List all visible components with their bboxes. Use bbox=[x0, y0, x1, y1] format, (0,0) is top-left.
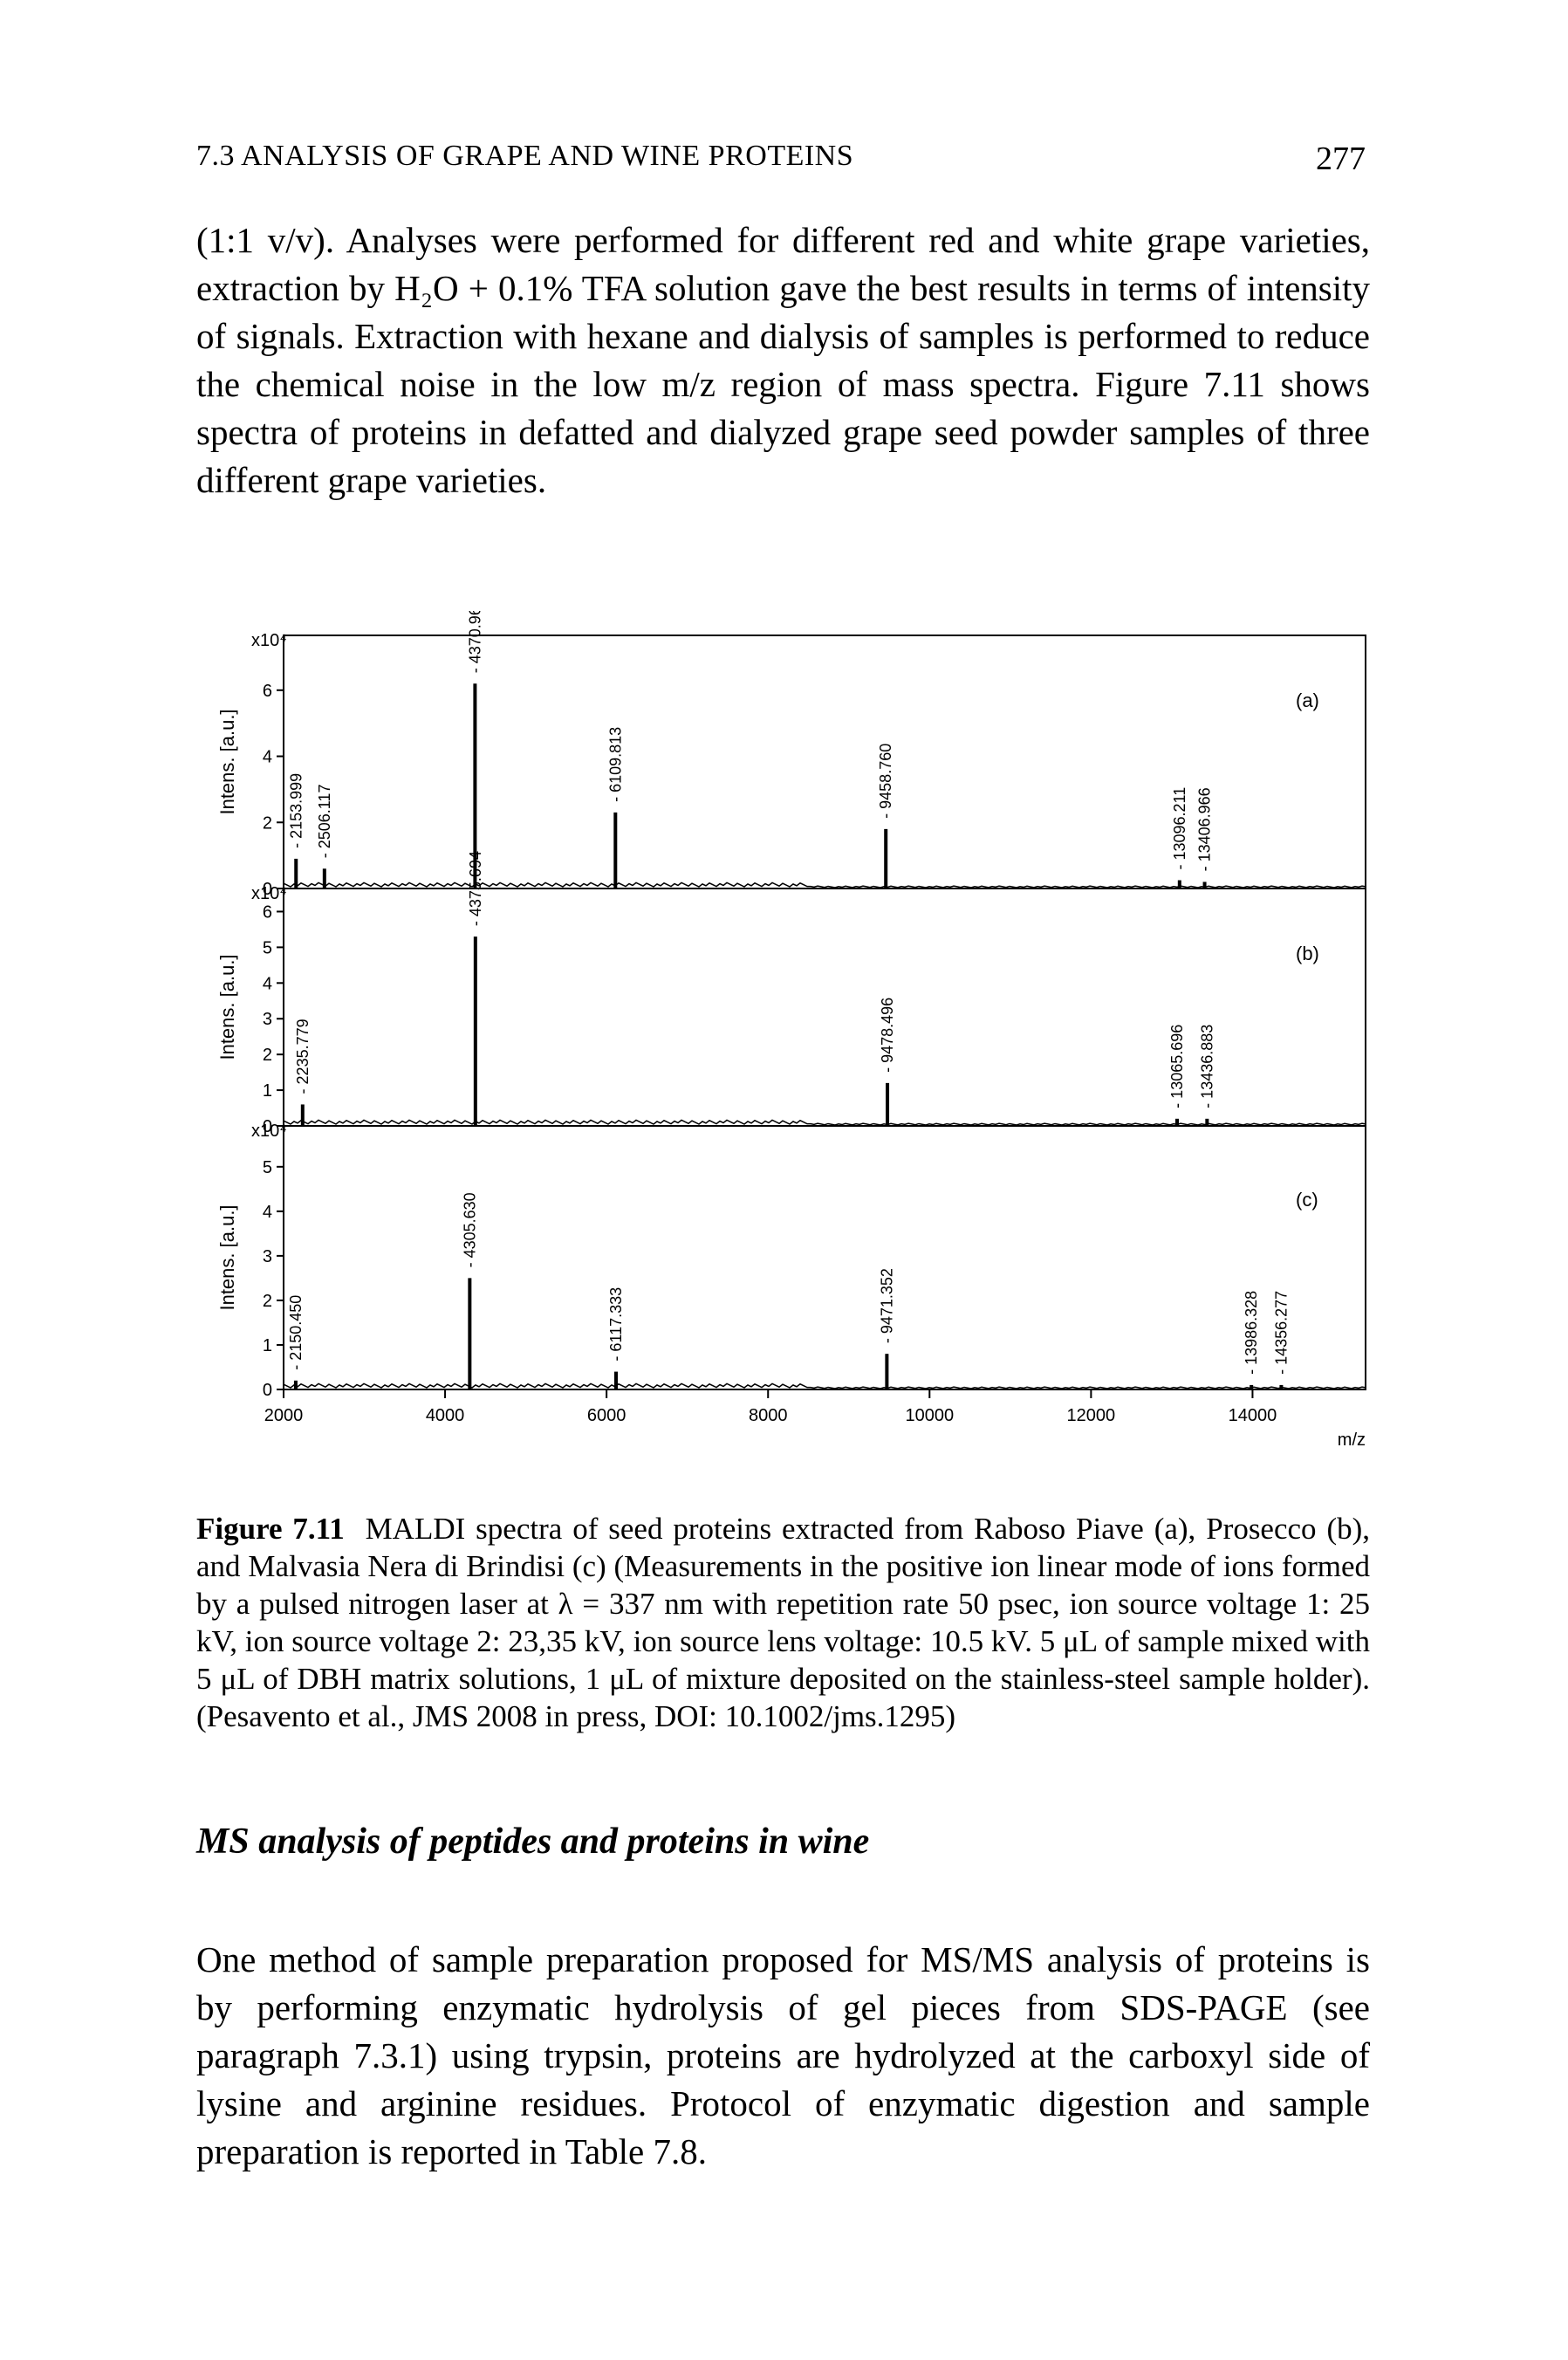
peak-label: - 2150.450 bbox=[287, 1295, 305, 1370]
peak-label: - 2235.779 bbox=[294, 1019, 312, 1094]
y-tick-label: 5 bbox=[263, 938, 272, 957]
panel-label: (c) bbox=[1296, 1189, 1318, 1211]
x-tick-label: 14000 bbox=[1229, 1406, 1277, 1425]
y-tick-label: 0 bbox=[263, 880, 272, 899]
baseline-trace bbox=[283, 1119, 1366, 1126]
running-head-title: 7.3 ANALYSIS OF GRAPE AND WINE PROTEINS bbox=[196, 140, 854, 172]
y-multiplier: x10⁴ bbox=[251, 631, 287, 650]
peak-label: - 13986.328 bbox=[1243, 1291, 1260, 1375]
y-tick-label: 2 bbox=[263, 813, 272, 833]
peak-label: - 13096.211 bbox=[1171, 787, 1188, 870]
y-multiplier: x10⁴ bbox=[251, 1122, 287, 1141]
y-multiplier: x10⁴ bbox=[251, 884, 287, 903]
section-heading: MS analysis of peptides and proteins in … bbox=[196, 1821, 870, 1862]
peak-label: - 9478.496 bbox=[879, 998, 896, 1073]
x-axis-label: m/z bbox=[1338, 1430, 1366, 1450]
y-tick-label: 4 bbox=[263, 748, 272, 767]
peak-label: - 13406.966 bbox=[1196, 787, 1214, 871]
y-tick-label: 6 bbox=[263, 902, 272, 922]
peak-label: - 4370.969 bbox=[466, 611, 483, 673]
baseline-trace bbox=[283, 882, 1366, 888]
body-paragraph: (1:1 v/v). Analyses were performed for d… bbox=[196, 220, 1370, 500]
y-tick-label: 0 bbox=[263, 1117, 272, 1136]
x-tick-label: 2000 bbox=[264, 1406, 304, 1425]
y-tick-label: 3 bbox=[263, 1247, 272, 1266]
x-tick-label: 12000 bbox=[1067, 1406, 1116, 1425]
peak-label: - 2506.117 bbox=[316, 785, 333, 859]
page-number: 277 bbox=[1316, 141, 1366, 177]
plot-frame bbox=[283, 1125, 1366, 1390]
peak-label: - 6117.333 bbox=[607, 1287, 625, 1362]
peak-label: - 4305.630 bbox=[461, 1192, 478, 1267]
y-tick-label: 4 bbox=[263, 1203, 272, 1222]
y-tick-label: 1 bbox=[263, 1336, 272, 1355]
panel-label: (b) bbox=[1296, 943, 1319, 964]
x-tick-label: 4000 bbox=[426, 1406, 464, 1425]
figure-caption: Figure 7.11 MALDI spectra of seed protei… bbox=[196, 1510, 1370, 1735]
y-tick-label: 4 bbox=[263, 974, 272, 993]
y-tick-label: 1 bbox=[263, 1081, 272, 1101]
figure-caption-text: MALDI spectra of seed proteins extracted… bbox=[196, 1512, 1371, 1733]
y-tick-label: 5 bbox=[263, 1158, 272, 1177]
peak-label: - 6109.813 bbox=[606, 727, 624, 802]
body-paragraph: One method of sample preparation propose… bbox=[196, 1939, 1370, 2171]
x-tick-label: 6000 bbox=[587, 1406, 627, 1425]
peak-label: - 13065.696 bbox=[1168, 1025, 1186, 1108]
y-axis-label: Intens. [a.u.] bbox=[216, 954, 238, 1060]
y-tick-label: 6 bbox=[263, 682, 272, 701]
y-axis-label: Intens. [a.u.] bbox=[216, 709, 238, 814]
y-tick-label: 3 bbox=[263, 1010, 272, 1029]
peak-label: - 9458.760 bbox=[877, 744, 894, 819]
peak-label: - 9471.352 bbox=[878, 1268, 895, 1343]
peak-label: - 2153.999 bbox=[287, 773, 305, 848]
peak-label: - 4375.694 bbox=[467, 851, 484, 926]
x-tick-label: 10000 bbox=[905, 1406, 954, 1425]
panel-label: (a) bbox=[1296, 689, 1319, 711]
y-axis-label: Intens. [a.u.] bbox=[216, 1204, 238, 1310]
figure-label: Figure 7.11 bbox=[196, 1512, 345, 1546]
x-tick-label: 8000 bbox=[749, 1406, 788, 1425]
peak-label: - 13436.883 bbox=[1198, 1025, 1215, 1108]
y-tick-label: 0 bbox=[263, 1381, 272, 1400]
running-head: 7.3 ANALYSIS OF GRAPE AND WINE PROTEINS … bbox=[196, 140, 1366, 183]
y-tick-label: 2 bbox=[263, 1046, 272, 1065]
baseline-trace bbox=[283, 1382, 1366, 1389]
peak-label: - 14356.277 bbox=[1272, 1291, 1290, 1375]
y-tick-label: 2 bbox=[263, 1292, 272, 1311]
